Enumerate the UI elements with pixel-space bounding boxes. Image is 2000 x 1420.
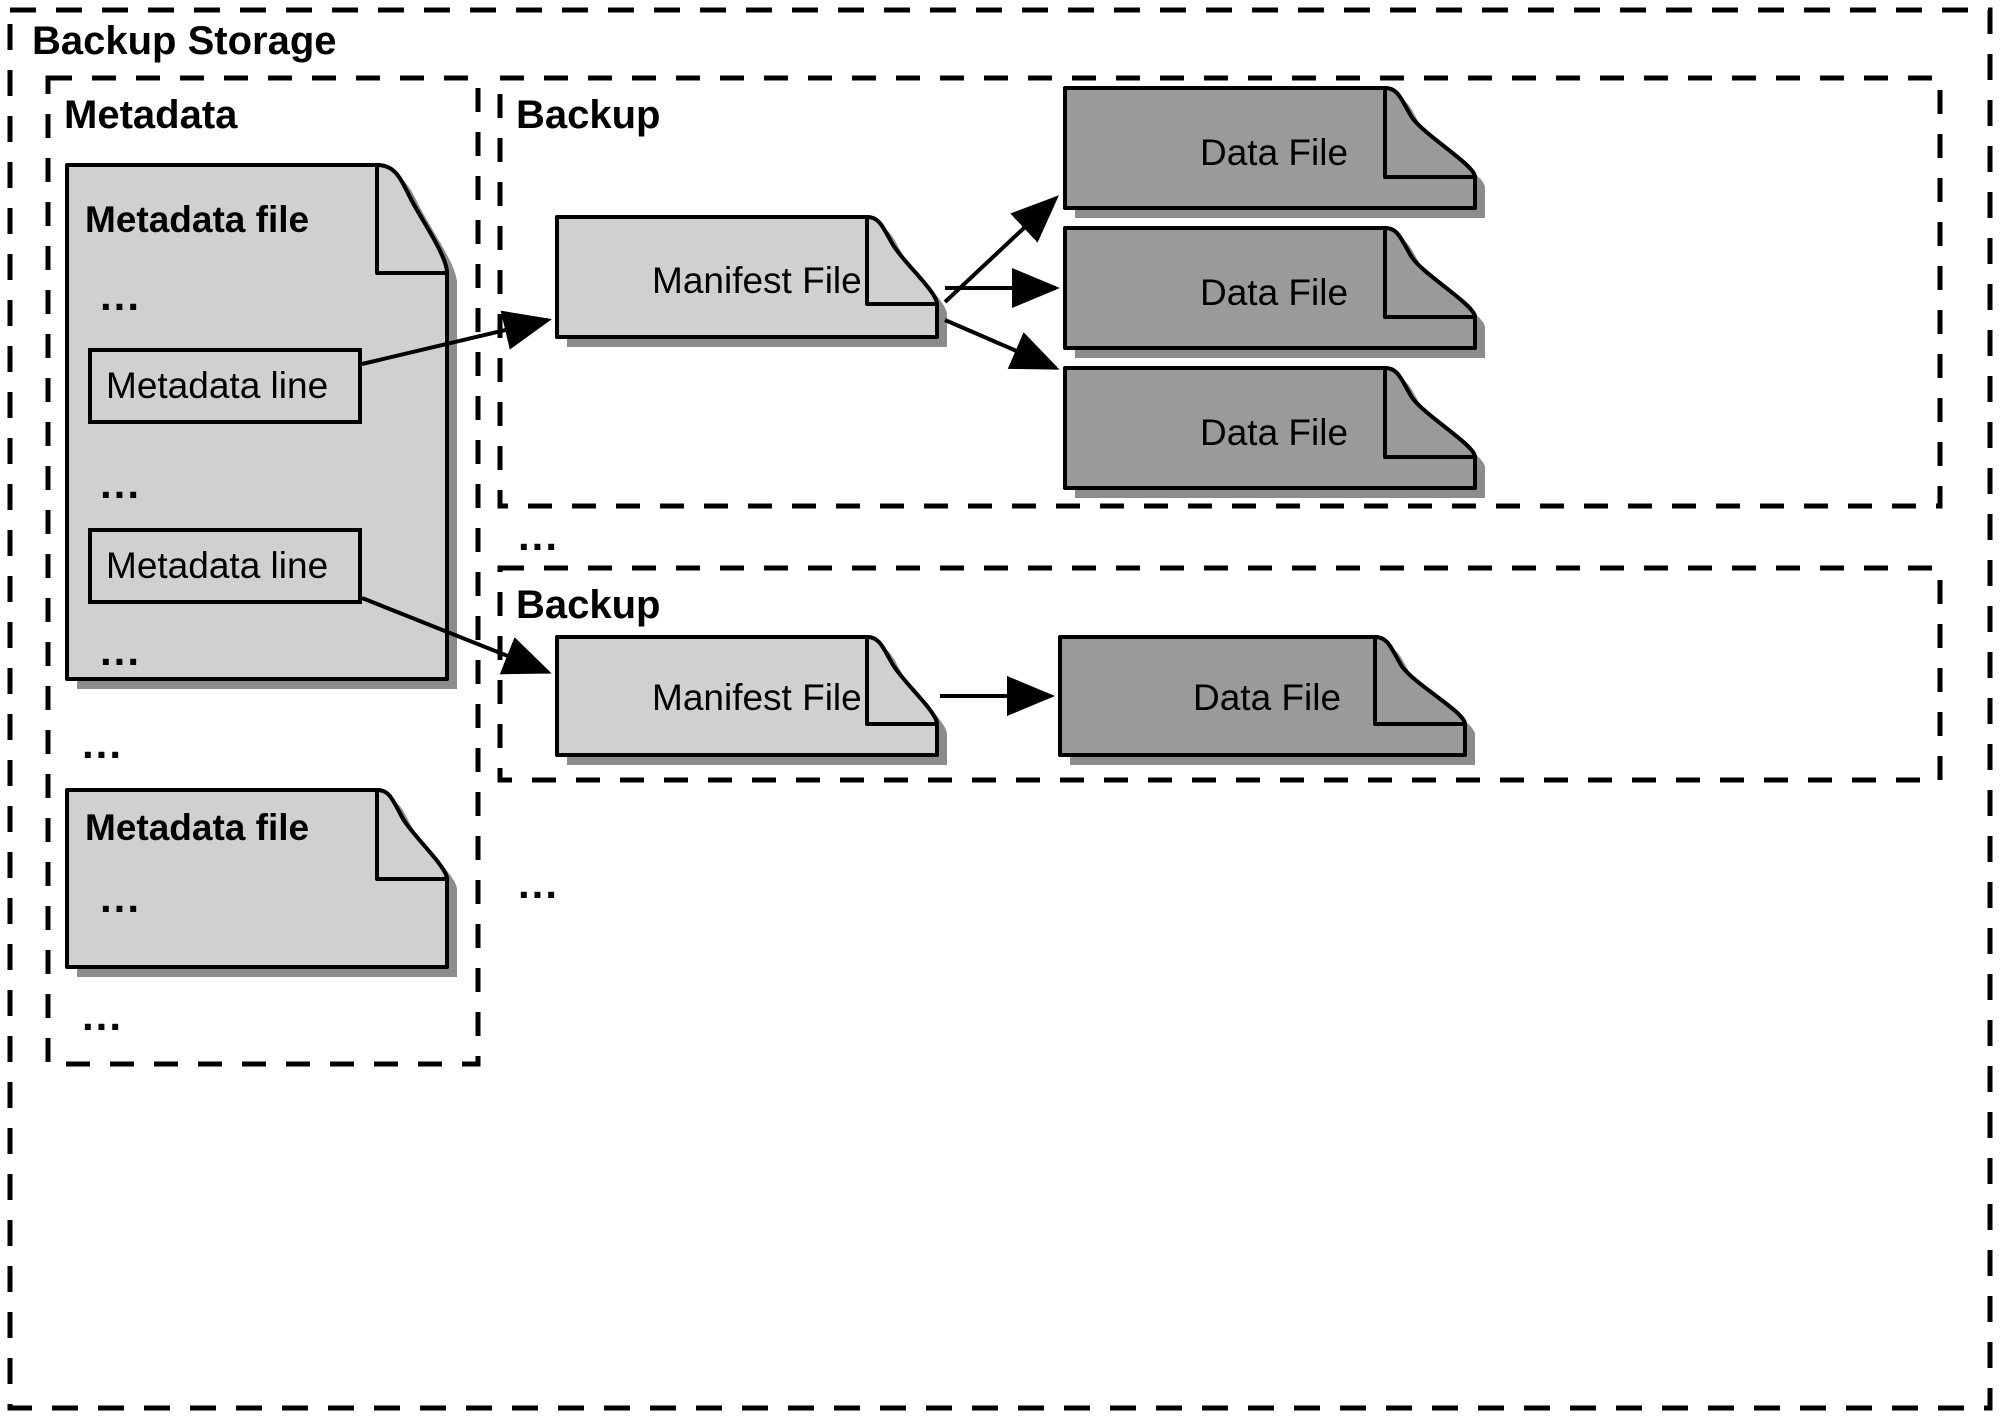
arrow-manifest-1-to-data-file-1-1 bbox=[943, 195, 1059, 304]
metadata-line-1-label: Metadata line bbox=[106, 365, 328, 406]
metadata-file-1-title: Metadata file bbox=[85, 199, 309, 240]
arrow-manifest-1-to-data-file-1-3 bbox=[944, 318, 1060, 370]
data-file-1-1-label: Data File bbox=[1200, 132, 1348, 173]
metadata-file-2-title: Metadata file bbox=[85, 807, 309, 848]
backup-group-2: Backup bbox=[497, 565, 1943, 783]
backups-between-ellipsis: ... bbox=[518, 512, 559, 559]
metadata-file-1[interactable]: Metadata file ... Metadata line ... Meta… bbox=[65, 163, 457, 689]
data-file-1-2[interactable]: Data File bbox=[1063, 226, 1485, 358]
backup-group-1-title: Backup bbox=[516, 93, 661, 137]
backup-storage-title: Backup Storage bbox=[32, 19, 337, 63]
backups-trailing-ellipsis: ... bbox=[518, 860, 559, 907]
metadata-between-files-ellipsis: ... bbox=[82, 720, 123, 767]
backup-group-1-border bbox=[497, 75, 1943, 509]
data-file-1-3[interactable]: Data File bbox=[1063, 366, 1485, 498]
data-file-2-1[interactable]: Data File bbox=[1058, 635, 1475, 765]
metadata-file-1-fold-icon bbox=[375, 163, 449, 275]
metadata-line-1[interactable]: Metadata line bbox=[88, 348, 362, 424]
backup-group-2-title: Backup bbox=[516, 583, 661, 627]
metadata-file-1-ellipsis-top: ... bbox=[100, 272, 141, 319]
arrow-metadata-line-1-to-manifest-1 bbox=[361, 310, 552, 366]
data-file-1-2-label: Data File bbox=[1200, 272, 1348, 313]
manifest-file-1-label: Manifest File bbox=[652, 260, 862, 301]
manifest-file-1-fold-icon bbox=[865, 215, 939, 306]
data-file-1-1-fold-icon bbox=[1383, 86, 1477, 179]
manifest-file-2-fold-icon bbox=[865, 635, 939, 726]
manifest-file-2[interactable]: Manifest File bbox=[555, 635, 947, 765]
metadata-file-2-fold-icon bbox=[375, 788, 449, 881]
backup-storage-container: Backup Storage bbox=[7, 7, 1993, 1411]
metadata-trailing-ellipsis: ... bbox=[82, 992, 123, 1039]
data-file-1-3-label: Data File bbox=[1200, 412, 1348, 453]
metadata-file-1-ellipsis-bottom: ... bbox=[100, 627, 141, 674]
data-file-2-1-label: Data File bbox=[1193, 677, 1341, 718]
metadata-group: Metadata bbox=[45, 75, 481, 1067]
metadata-line-2[interactable]: Metadata line bbox=[88, 528, 362, 604]
metadata-file-2-ellipsis: ... bbox=[100, 874, 141, 921]
metadata-file-1-ellipsis-mid: ... bbox=[100, 460, 141, 507]
backup-storage-border bbox=[7, 7, 1993, 1411]
metadata-line-2-box bbox=[88, 528, 362, 604]
metadata-file-2[interactable]: Metadata file ... bbox=[65, 788, 457, 977]
data-file-1-1[interactable]: Data File bbox=[1063, 86, 1485, 218]
metadata-group-border bbox=[45, 75, 481, 1067]
data-file-1-3-fold-icon bbox=[1383, 366, 1477, 459]
data-file-2-1-fold-icon bbox=[1373, 635, 1467, 726]
data-file-1-2-fold-icon bbox=[1383, 226, 1477, 319]
backup-group-1: Backup bbox=[497, 75, 1943, 509]
metadata-line-1-box bbox=[88, 348, 362, 424]
backup-group-2-border bbox=[497, 565, 1943, 783]
manifest-file-1[interactable]: Manifest File bbox=[555, 215, 947, 347]
metadata-line-2-label: Metadata line bbox=[106, 545, 328, 586]
arrow-metadata-line-2-to-manifest-2 bbox=[361, 596, 552, 675]
metadata-group-title: Metadata bbox=[64, 93, 238, 137]
manifest-file-2-label: Manifest File bbox=[652, 677, 862, 718]
